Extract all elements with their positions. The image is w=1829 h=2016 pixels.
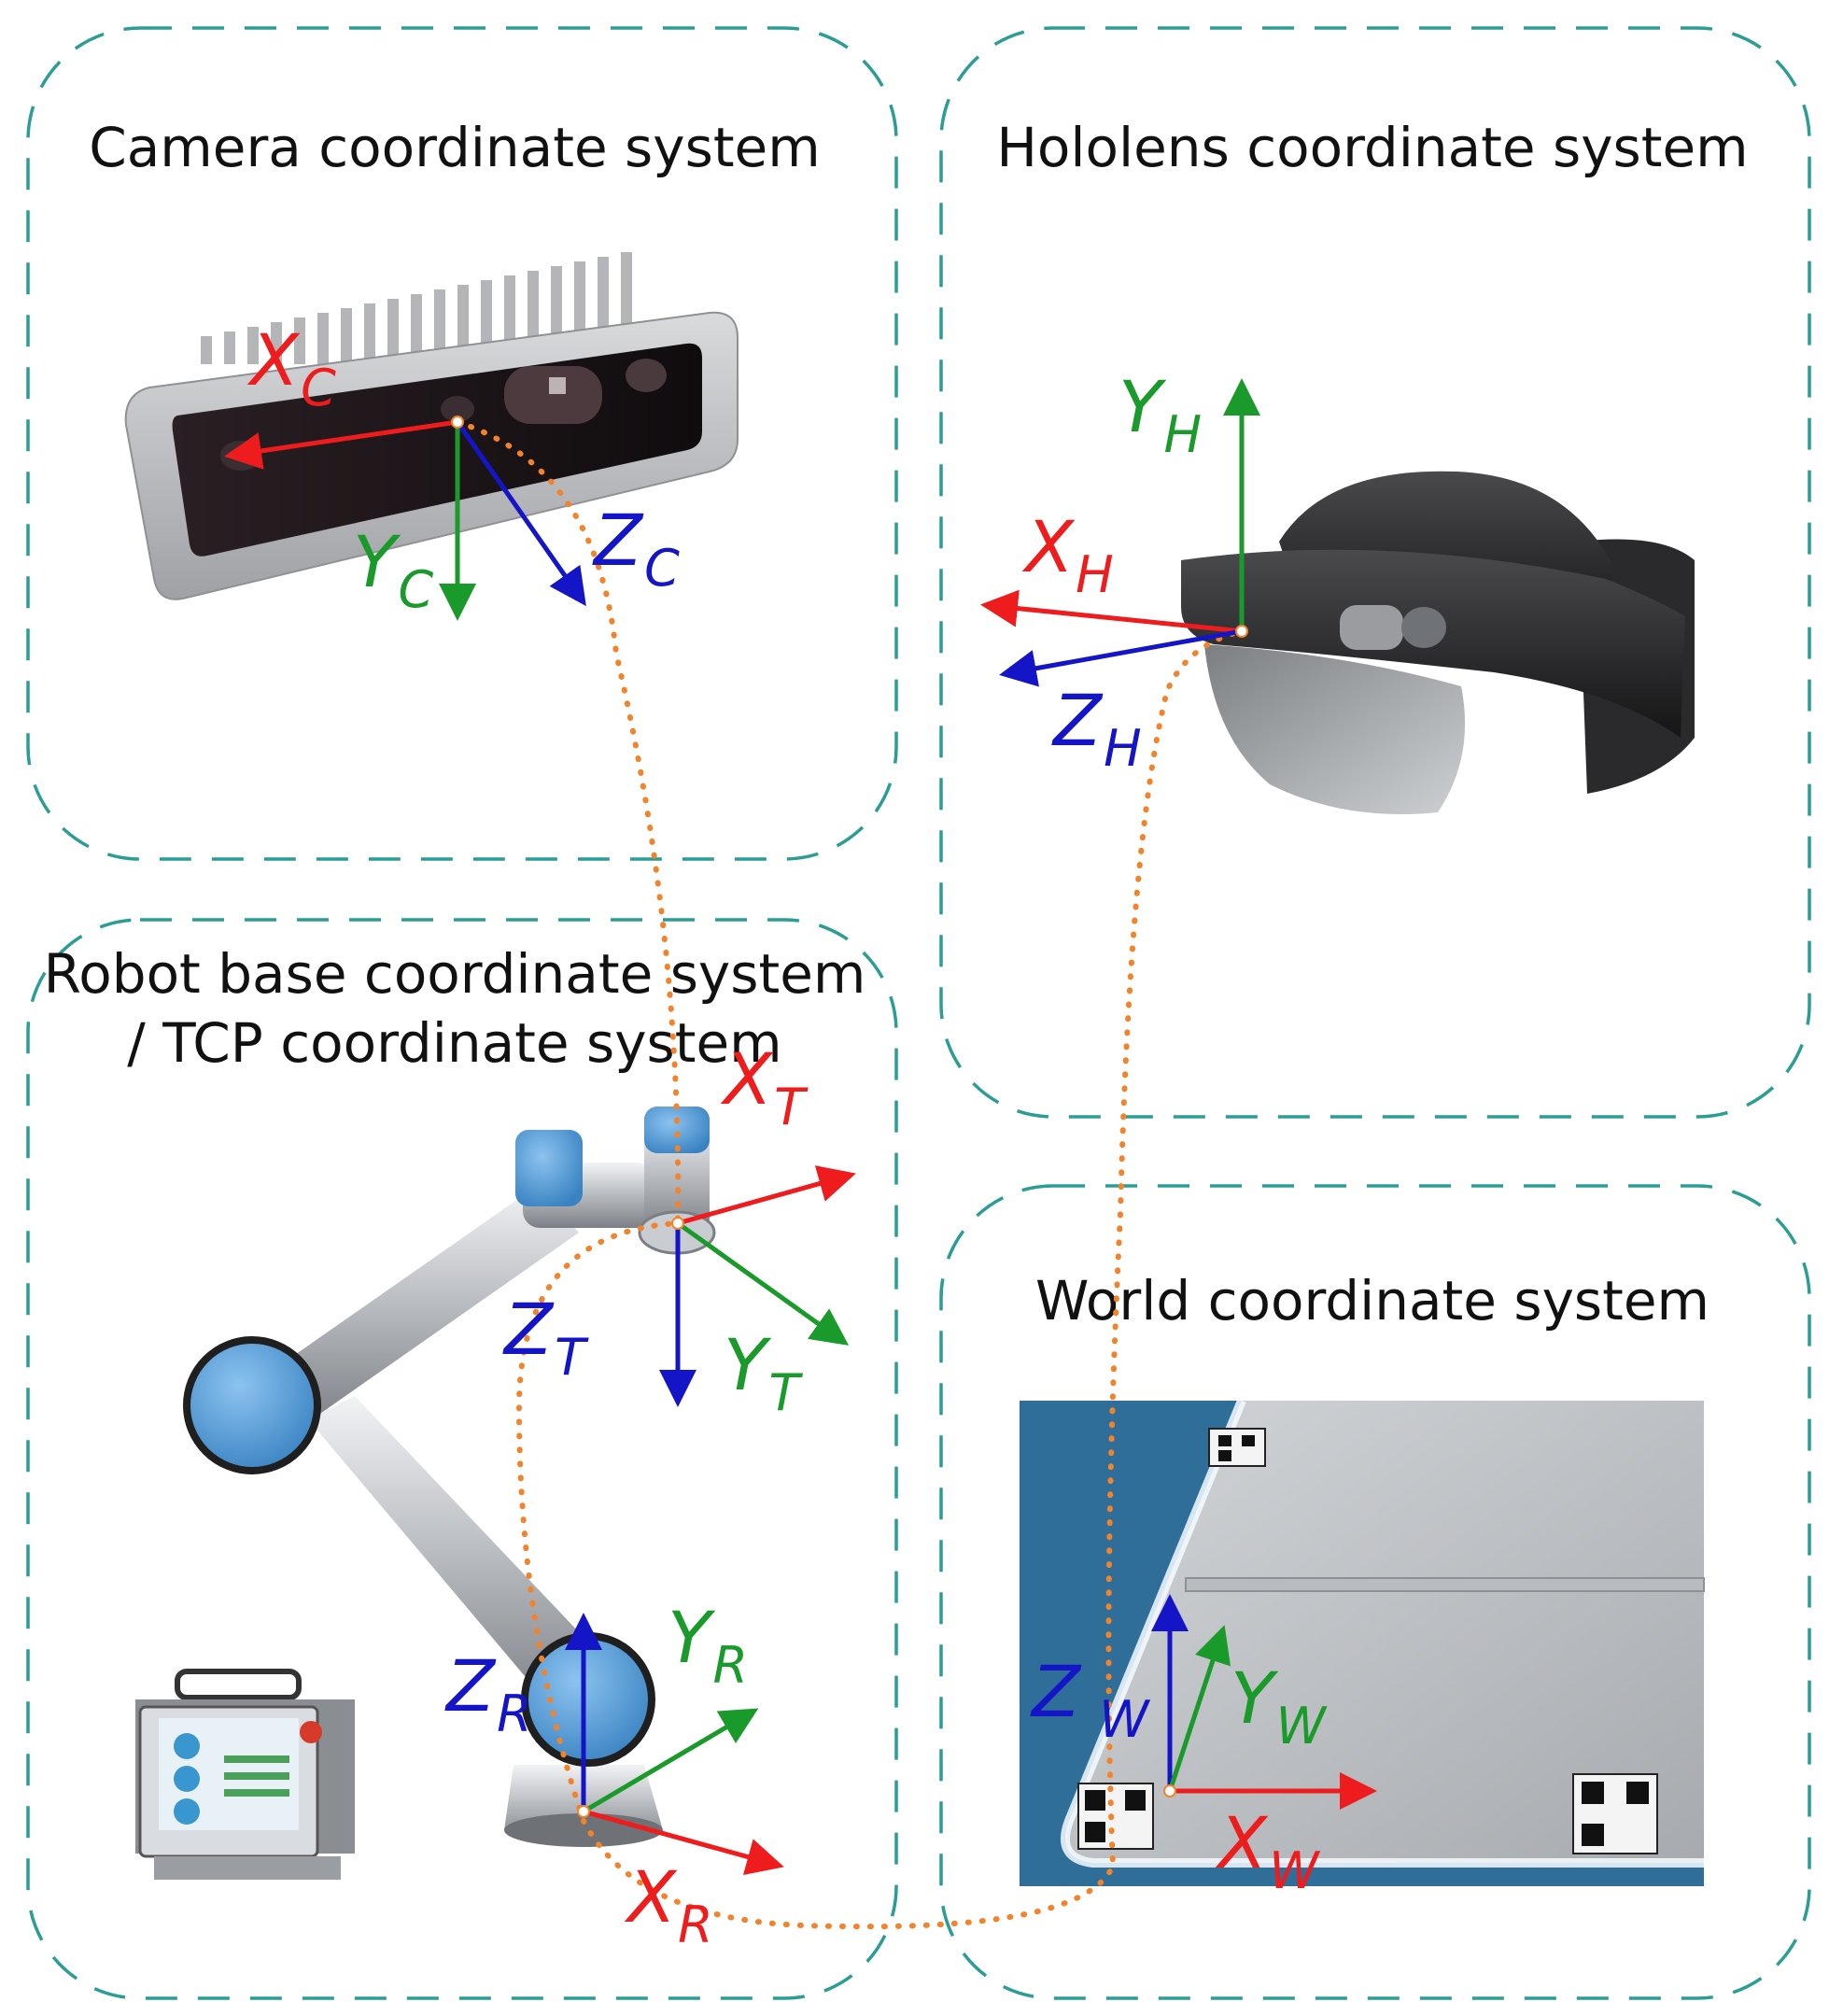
world-panel: World coordinate system: [939, 1184, 1811, 2000]
camera-rgb-sensor: [549, 377, 566, 394]
depth-camera-image: [124, 252, 739, 600]
robot-upper-arm: [243, 1186, 579, 1429]
robot-joint-shoulder: [183, 1336, 321, 1474]
hololens-x-label: XH: [1021, 505, 1114, 604]
hololens-z-label: ZH: [1051, 679, 1142, 778]
emergency-stop-button: [300, 1721, 322, 1743]
world-panel-title: World coordinate system: [1035, 1269, 1709, 1332]
robot-panel-border: [26, 918, 898, 2000]
robot-panel-title-line1: Robot base coordinate system: [44, 942, 866, 1006]
hololens-axes: YH XH ZH: [980, 365, 1260, 778]
world-table-rail: [1185, 1577, 1705, 1592]
control-box-handle: [175, 1669, 302, 1700]
camera-panel-border: [26, 26, 898, 861]
robot-joint-elbow: [515, 1130, 583, 1206]
robot-base-axes: ZR YR XR: [444, 1596, 784, 1954]
camera-lens-right: [626, 359, 667, 392]
hololens-z-axis-arrow: [999, 628, 1243, 687]
world-origin: [1163, 1784, 1176, 1797]
robot-lower-arm: [308, 1396, 616, 1718]
camera-origin: [451, 416, 464, 429]
hololens-panel: Hololens coordinate system: [939, 26, 1811, 1119]
camera-axes: XC YC ZC: [224, 318, 680, 621]
hololens-panel-border: [939, 26, 1811, 1119]
robot-joint-base: [521, 1632, 655, 1767]
hololens-sensor: [1340, 605, 1403, 650]
robot-x-axis-arrow: [583, 1809, 784, 1875]
transform-path: [455, 419, 1245, 1930]
world-table-image: [1020, 1399, 1705, 1886]
tcp-z-label: ZT: [502, 1288, 589, 1387]
camera-panel-title: Camera coordinate system: [89, 116, 821, 179]
tcp-y-label: YT: [724, 1323, 803, 1422]
world-y-axis-arrow: [1167, 1625, 1231, 1792]
robot-y-label: YR: [668, 1596, 748, 1695]
camera-rgb-module: [504, 366, 602, 424]
control-box-stand: [154, 1856, 341, 1880]
camera-lens-center: [441, 396, 474, 422]
hololens-sensor-lens: [1401, 607, 1446, 648]
hololens-panel-title: Hololens coordinate system: [996, 116, 1748, 179]
hololens-x-axis-arrow: [980, 589, 1243, 634]
world-table-surface: [1064, 1401, 1704, 1863]
tcp-x-label: XT: [720, 1037, 809, 1136]
world-table-edge-glow: [1061, 1399, 1704, 1868]
world-panel-border: [939, 1184, 1811, 2000]
tcp-origin: [671, 1217, 684, 1230]
camera-panel: Camera coordinate system: [26, 26, 898, 861]
camera-x-label: XC: [246, 318, 336, 417]
camera-z-axis-arrow: [455, 420, 586, 607]
robot-joint-wrist: [644, 1107, 710, 1153]
hololens-visor: [1204, 644, 1466, 814]
qr-marker-top: [1208, 1428, 1266, 1467]
camera-y-label: YC: [353, 520, 433, 619]
hololens-image: [1181, 471, 1695, 814]
robot-z-label: ZR: [444, 1644, 532, 1743]
robot-origin: [577, 1805, 590, 1818]
robot-y-axis-arrow: [582, 1708, 759, 1814]
world-x-label: XW: [1215, 1801, 1321, 1900]
tcp-axes: XT ZT YT: [502, 1037, 856, 1422]
camera-x-axis-arrow: [224, 419, 458, 470]
world-y-label: YW: [1231, 1657, 1328, 1755]
hololens-y-label: YH: [1119, 365, 1202, 464]
robot-control-box-image: [135, 1669, 355, 1880]
hololens-origin: [1235, 625, 1248, 638]
robot-panel-title-line2: / TCP coordinate system: [127, 1011, 781, 1075]
tcp-x-axis-arrow: [677, 1165, 856, 1226]
camera-z-label: ZC: [592, 499, 680, 598]
tcp-y-axis-arrow: [676, 1220, 850, 1346]
robot-x-label: XR: [624, 1855, 713, 1954]
